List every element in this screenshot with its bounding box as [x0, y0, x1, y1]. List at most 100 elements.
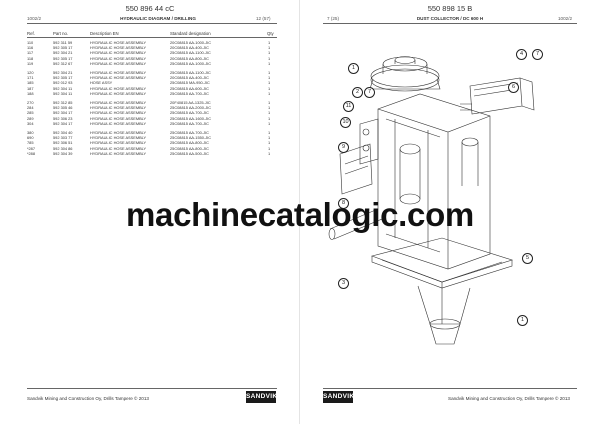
table-cell: HYDRAULIC HOSE ASSEMBLY [90, 100, 147, 105]
page-spine [299, 0, 300, 424]
table-cell: 592 304 17 [53, 120, 73, 126]
table-cell: HOSE ASSY [90, 80, 113, 86]
table-cell: 120 [27, 70, 34, 75]
table-cell: 592 304 21 [53, 50, 73, 56]
table-cell: 25C08815 AA-700-JIC [170, 90, 209, 96]
table-cell: *287 [27, 145, 36, 151]
table-cell: 592 305 17 [53, 75, 73, 81]
table-cell: 304 [27, 120, 34, 126]
column-header-standard: Standard designation [170, 31, 211, 36]
table-cell: 592 304 17 [53, 110, 73, 116]
callout-2: 2 [352, 87, 363, 98]
table-cell: HYDRAULIC HOSE ASSEMBLY [90, 150, 147, 156]
callout-1: 1 [348, 63, 359, 74]
table-cell: HYDRAULIC HOSE ASSEMBLY [90, 70, 147, 75]
table-cell: 1 [268, 100, 271, 105]
column-header-qty: Qty [267, 31, 274, 36]
table-cell: 187 [27, 85, 34, 91]
table-cell: 1 [268, 85, 271, 91]
table-cell: 1 [268, 105, 271, 111]
table-cell: 25C08815 AA-800-JIC [170, 145, 209, 151]
footer-rule [323, 388, 577, 389]
left-page: 550 896 44 cC 1002/2 HYDRAULIC DIAGRAM /… [27, 4, 277, 403]
table-cell: 25C08815 AA-700-JIC [170, 130, 209, 135]
header-rule [27, 23, 277, 24]
table-cell: HYDRAULIC HOSE ASSEMBLY [90, 90, 147, 96]
table-cell: 270 [27, 100, 34, 105]
table-cell: *288 [27, 150, 36, 156]
table-cell: 1 [268, 60, 271, 66]
table-cell: 1 [268, 150, 271, 156]
table-cell: 592 304 39 [53, 150, 73, 156]
table-cell: 592 303 77 [53, 135, 73, 141]
callout-6: 6 [508, 82, 519, 93]
table-cell: HYDRAULIC HOSE ASSEMBLY [90, 45, 147, 51]
callout-1-lower: 1 [517, 315, 528, 326]
page-number: 12 (57) [256, 16, 271, 21]
table-cell: 20C08815 AA-400-JIC [170, 75, 209, 81]
inlet-pipe-part [328, 208, 383, 240]
table-cell: 1 [268, 145, 271, 151]
table-cell: 592 305 46 [53, 105, 73, 111]
document-code: 1002/2 [27, 16, 42, 21]
table-cell: 118 [27, 55, 34, 61]
table-cell: 592 304 86 [53, 145, 73, 151]
table-cell: 1 [268, 120, 271, 126]
callout-5: 5 [522, 253, 533, 264]
table-cell: 1 [268, 55, 271, 61]
section-title: HYDRAULIC DIAGRAM / DRILLING [120, 16, 196, 21]
page-number: 7 (25) [327, 16, 340, 21]
table-cell: 592 012 93 [53, 80, 73, 86]
right-page: 550 898 15 B 7 (25) DUST COLLECTOR / DC … [300, 0, 600, 424]
table-cell: 25C08815 AA-1000-JIC [170, 60, 212, 66]
table-cell: HYDRAULIC HOSE ASSEMBLY [90, 50, 147, 56]
callout-8: 8 [338, 198, 349, 209]
table-cell: 1 [268, 90, 271, 96]
header-rule [323, 23, 577, 24]
sandvik-logo: SANDVIK [323, 391, 354, 403]
table-cell: 20C08815 AA-800-JIC [170, 55, 209, 61]
table-cell: 285 [27, 110, 34, 116]
table-cell: HYDRAULIC HOSE ASSEMBLY [90, 55, 147, 61]
table-cell: 25C08815 AA-1100-JIC [170, 70, 211, 75]
document-code: 1002/2 [558, 16, 573, 21]
table-cell: 188 [27, 90, 34, 96]
table-header-rule [27, 37, 277, 38]
table-cell: 1 [268, 75, 271, 81]
callout-10: 10 [340, 117, 351, 128]
dust-collector-diagram [328, 56, 535, 345]
table-cell: 592 311 59 [53, 40, 73, 45]
table-cell: 119 [27, 60, 34, 66]
table-cell: 380 [27, 130, 34, 135]
table-cell: 25C08815 AA-1550-JIC [170, 135, 212, 141]
watermark-text: machinecatalogic.com [126, 196, 474, 233]
fan-cover-part [369, 56, 441, 92]
callout-7: 7 [532, 49, 543, 60]
section-title: DUST COLLECTOR / DC 600 H [416, 16, 484, 21]
footer-text: Sandvik Mining and Construction Oy, Dril… [448, 396, 570, 401]
table-cell: 116 [27, 45, 34, 51]
table-cell: 592 312 85 [53, 100, 73, 105]
callout-7-secondary: 7 [364, 87, 375, 98]
table-cell: 1 [268, 110, 271, 116]
callout-3: 3 [338, 278, 349, 289]
table-cell: HYDRAULIC HOSE ASSEMBLY [90, 120, 147, 126]
table-cell: 25C08815 AA-700-JIC [170, 120, 209, 126]
document-number: 550 898 15 B [427, 4, 473, 13]
table-cell: 1 [268, 40, 271, 45]
table-cell: 284 [27, 105, 34, 111]
table-cell: 592 305 17 [53, 55, 73, 61]
table-cell: 1 [268, 50, 271, 56]
table-cell: 1 [268, 135, 271, 141]
column-header-part: Part no. [53, 31, 69, 36]
hopper-part [370, 237, 514, 345]
footer-text: Sandvik Mining and Construction Oy, Dril… [27, 396, 149, 401]
table-cell: HYDRAULIC HOSE ASSEMBLY [90, 110, 147, 116]
sandvik-logo: SANDVIK [246, 391, 277, 403]
table-cell: 25C08815 AA-1100-JIC [170, 50, 211, 56]
callout-11: 11 [343, 101, 354, 112]
table-cell: 1 [268, 140, 271, 146]
table-cell: 25C08815 AA-600-JIC [170, 85, 209, 91]
table-cell: 25C08815 AA-800-JIC [170, 140, 209, 146]
column-header-description: Description EN [90, 31, 119, 36]
